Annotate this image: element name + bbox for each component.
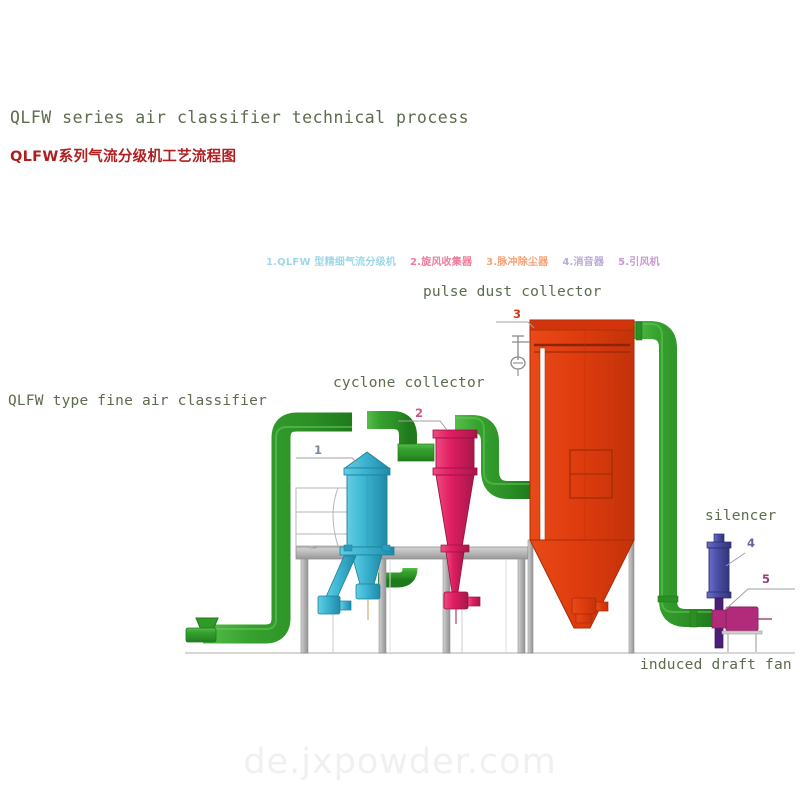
pipe-cyclone-inlet-spool <box>397 443 435 462</box>
legend-item-2: 2.旋风收集器 <box>409 257 473 268</box>
pipe-feed-to-classifier <box>203 412 352 644</box>
legend-item-3: 3.脉冲除尘器 <box>486 257 549 268</box>
pipe-network <box>185 321 712 644</box>
callout-leaders <box>296 321 795 610</box>
classifier-enclosure-outline <box>295 487 349 547</box>
collector-hopper-cone <box>529 539 635 629</box>
callout-number-3: 3 <box>513 307 522 321</box>
leader-3 <box>496 321 535 329</box>
site-watermark: de.jxpowder.com <box>243 742 557 782</box>
pipe-collector-to-fan <box>632 321 712 627</box>
legend-item-5: 5.引风机 <box>618 257 660 268</box>
classifier-side-chute <box>325 555 357 601</box>
classifier-cone-top <box>343 451 391 469</box>
leader-5 <box>725 588 795 610</box>
pipe-classifier-to-cyclone <box>367 411 417 452</box>
label-air-classifier: QLFW type fine air classifier <box>8 393 267 409</box>
label-induced-draft-fan: induced draft fan <box>640 657 792 673</box>
rotary-airlock-valve <box>317 595 341 615</box>
page-title-english: QLFW series air classifier technical pro… <box>10 108 470 127</box>
platform-beam <box>295 546 529 560</box>
support-frame <box>295 487 635 654</box>
collector-support-leg <box>628 539 635 654</box>
callout-number-5: 5 <box>762 572 771 586</box>
fan-housing <box>725 606 759 632</box>
label-cyclone-collector: cyclone collector <box>333 375 485 391</box>
equipment-pulse-dust-collector <box>510 319 635 629</box>
callout-number-1: 1 <box>314 443 323 457</box>
equipment-cyclone-collector <box>432 429 481 624</box>
leader-4 <box>725 552 746 567</box>
cyclone-rotary-valve <box>443 591 469 610</box>
pipe-cyclone-to-collector <box>455 415 530 499</box>
valve-drive-motor <box>467 596 481 607</box>
label-pulse-dust-collector: pulse dust collector <box>423 284 602 300</box>
collector-discharge-valve <box>571 597 597 615</box>
cyclone-top-flange <box>432 429 478 439</box>
legend-item-4: 4.消音器 <box>562 257 605 268</box>
collector-body <box>529 319 635 541</box>
callout-number-2: 2 <box>415 406 424 420</box>
fan-base <box>721 630 763 635</box>
leader-2 <box>398 420 448 431</box>
fan-inlet <box>711 609 727 629</box>
collector-door-edge <box>539 347 546 541</box>
leader-1 <box>296 457 361 467</box>
callout-number-4: 4 <box>747 536 756 550</box>
frame-column <box>517 558 526 654</box>
page-title-chinese: QLFW系列气流分级机工艺流程图 <box>10 149 237 165</box>
pulse-valve-assembly <box>510 335 530 376</box>
legend: 1.QLFW 型精细气流分级机 2.旋风收集器 3.脉冲除尘器 4.消音器 5.… <box>266 253 660 268</box>
collector-support-leg <box>527 539 534 654</box>
legend-item-1: 1.QLFW 型精细气流分级机 <box>266 257 396 268</box>
valve-drive-motor <box>339 600 352 611</box>
frame-column <box>300 558 309 654</box>
pipe-classifier-return <box>378 567 418 588</box>
collector-top-header <box>529 319 635 331</box>
equipment-induced-draft-fan <box>711 606 772 652</box>
rotary-airlock-valve <box>355 583 381 600</box>
valve-drive-motor <box>595 601 609 612</box>
equipment-air-classifier <box>317 451 395 620</box>
frame-column <box>378 558 387 654</box>
silencer-body <box>708 547 730 595</box>
label-silencer: silencer <box>705 508 777 524</box>
silencer-stack-outlet <box>713 533 725 543</box>
